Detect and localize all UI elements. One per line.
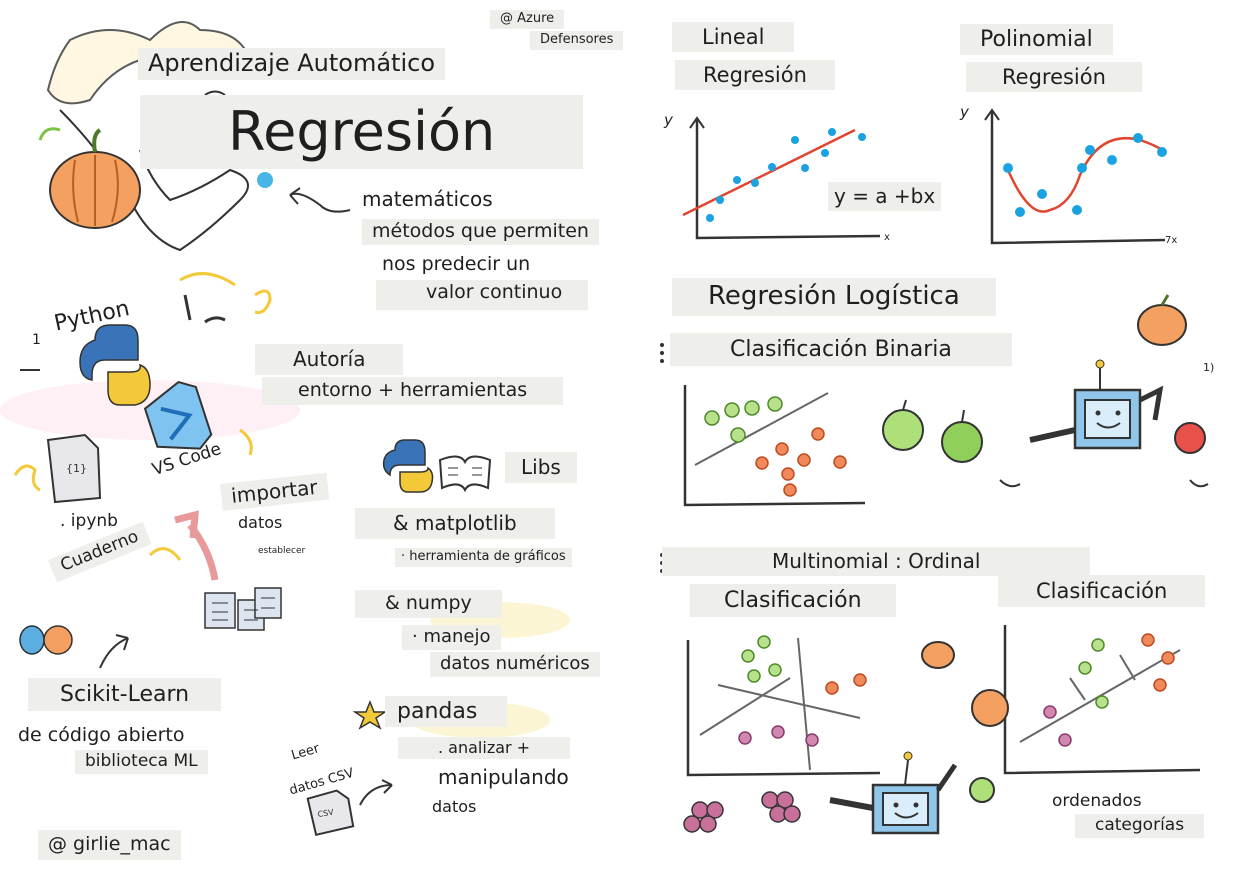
definition-line-4: valor continuo [376,280,589,310]
definition-line-3: nos predecir un [382,253,531,275]
numpy-desc-1: · manejo [402,625,501,650]
poly-title-2: Regresión [966,62,1142,93]
ipynb-label: . ipynb [60,511,118,531]
pandas-desc-2: manipulando [438,765,569,789]
numpy-desc-2: datos numéricos [430,652,600,677]
polynomial-chart [984,108,1167,245]
page-title: Regresión [140,95,584,170]
apple-icon [882,399,1206,463]
linear-chart [682,116,881,240]
book-icon [438,455,492,493]
poly-title-1: Polinomial [960,24,1113,56]
poly-y-label: y [960,103,969,121]
classification-left: Clasificación [690,584,896,618]
svg-text:CSV: CSV [317,807,335,819]
ordered-label: ordenados [1052,791,1142,811]
pandas-desc-3: datos [432,797,477,816]
linear-title-1: Lineal [672,22,795,53]
python-small-icon [382,439,434,493]
categories-label: categorías [1075,814,1205,838]
binary-title: Clasificación Binaria [670,333,1012,367]
definition-line-1: matemáticos [362,187,493,211]
side-note: 1) [1203,361,1215,374]
authoring-subtitle: entorno + herramientas [262,377,564,405]
pumpkin-icon [921,641,1009,727]
python-logo-icon [79,324,151,406]
grapes-icon [683,791,801,833]
multinomial-ordinal-title: Multinomial : Ordinal [662,547,1091,576]
setup-label: establecer [258,546,306,556]
linear-y-label: y [664,111,673,129]
notebook-icon: {1} [46,433,102,504]
multinomial-chart [686,635,881,777]
step-number: 1 [32,332,41,348]
data-table-icon [204,587,282,631]
linear-title-2: Regresión [675,60,835,91]
scikit-logo-icon [19,625,73,655]
pandas-label: pandas [385,696,508,728]
binary-chart [683,385,866,507]
csv-file-icon: CSV [306,789,355,836]
ordinal-chart [1003,625,1201,775]
robot-icon [829,751,995,835]
logistic-title: Regresión Logística [672,278,996,316]
credit-girlie-mac: @ girlie_mac [38,830,181,860]
subtitle: Aprendizaje Automático [138,48,446,80]
credit-defensores: Defensores [530,31,624,50]
star-icon [352,699,388,730]
scikit-label: Scikit-Learn [28,678,222,712]
poly-x-label: 7x [1165,235,1178,246]
scikit-desc-1: de código abierto [18,724,185,746]
vscode-icon [143,380,213,450]
svg-text:{1}: {1} [66,462,87,475]
pandas-desc-1: . analizar + [398,737,571,760]
pumpkin-icon [38,127,141,229]
credit-azure: @ Azure [490,10,565,29]
bullet-dots [660,343,664,573]
linear-x-label: x [884,232,890,243]
robot-icon [999,359,1209,488]
definition-line-2: métodos que permiten [362,219,599,245]
matplotlib-desc: · herramienta de gráficos [395,548,572,567]
libs-label: Libs [505,452,577,483]
numpy-label: & numpy [355,590,502,618]
authoring-title: Autoría [255,344,404,375]
data-label: datos [238,513,283,532]
scikit-desc-2: biblioteca ML [75,750,208,774]
classification-right: Clasificación [998,575,1206,608]
pumpkin-icon [1137,294,1187,346]
linear-equation: y = a +bx [828,182,942,211]
matplotlib-label: & matplotlib [355,508,555,539]
